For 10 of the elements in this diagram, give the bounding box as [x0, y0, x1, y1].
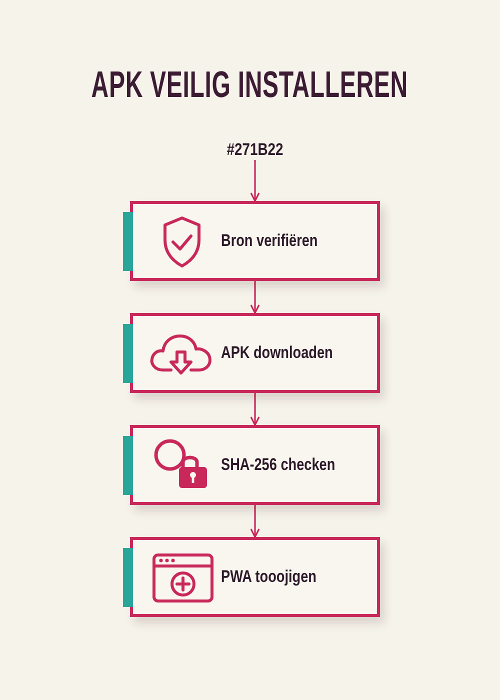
start-label: #271B22: [214, 140, 296, 160]
step-label: SHA-256 checken: [221, 454, 336, 476]
title: APK VEILIG INSTALLEREN: [92, 64, 408, 106]
step-label: Bron verifiëren: [221, 230, 318, 252]
step-label: PWA tooojigen: [221, 566, 316, 588]
arrow: [250, 160, 260, 202]
step-label: APK downloaden: [221, 342, 333, 364]
arrow: [250, 281, 260, 314]
arrow: [250, 505, 260, 538]
arrow: [250, 393, 260, 426]
